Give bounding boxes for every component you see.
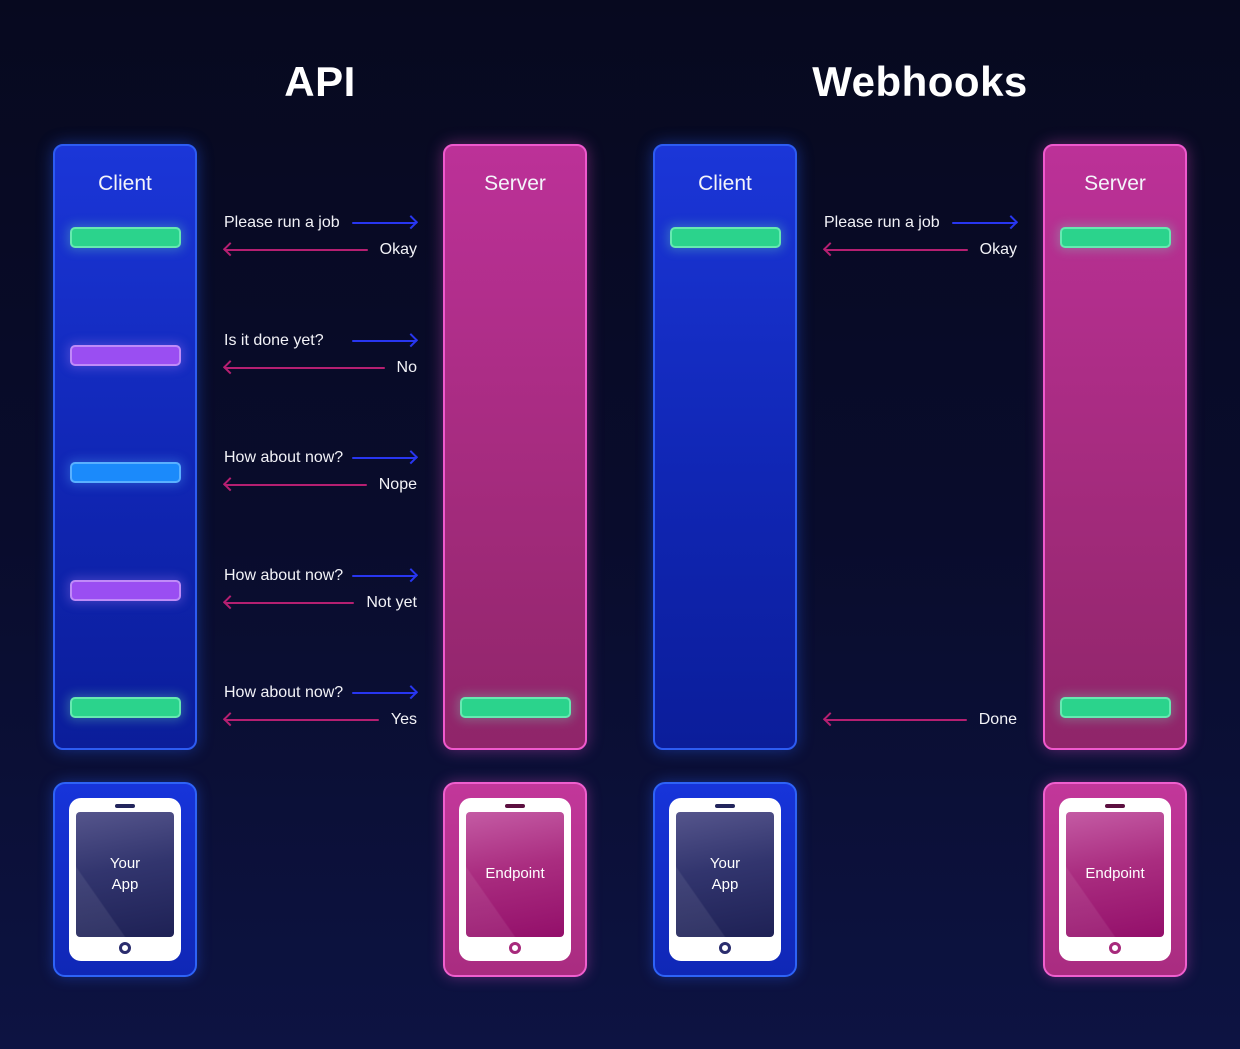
response-label: Yes xyxy=(390,711,417,728)
response-arrow-icon xyxy=(824,719,967,721)
request-label: Please run a job xyxy=(824,214,940,231)
green-status-pill xyxy=(70,227,181,248)
webhooks-title: Webhooks xyxy=(812,58,1028,105)
response-arrow-icon xyxy=(224,601,355,604)
request-label: Is it done yet? xyxy=(224,331,324,349)
response-label: Not yet xyxy=(366,593,417,611)
exchange-row: Please run a job Okay xyxy=(824,211,1017,262)
tablet-icon: Your App xyxy=(69,798,181,961)
webhooks-server-column: Server xyxy=(1043,144,1187,750)
api-server-column: Server xyxy=(443,144,587,750)
exchange-row: How about now? Yes xyxy=(224,681,417,732)
exchange-row: Please run a job Okay xyxy=(224,211,417,262)
purple-status-pill xyxy=(70,344,181,366)
tablet-home-button-icon xyxy=(119,942,131,954)
response-arrow-icon xyxy=(224,484,367,486)
tablet-speaker-icon xyxy=(715,804,735,808)
response-label: Nope xyxy=(378,476,417,493)
response-label: Done xyxy=(978,711,1017,728)
blue-status-pill xyxy=(70,462,181,483)
device-label: Endpoint xyxy=(1085,865,1145,883)
green-status-pill xyxy=(670,227,781,248)
api-title: API xyxy=(284,58,356,105)
webhooks-server-label: Server xyxy=(1084,172,1146,195)
exchange-row: How about now? Nope xyxy=(224,446,417,497)
device-label: Your App xyxy=(709,855,741,893)
tablet-screen: Your App xyxy=(676,812,774,937)
request-arrow-icon xyxy=(352,457,417,459)
response-arrow-icon xyxy=(224,719,379,721)
api-client-label: Client xyxy=(98,172,152,195)
tablet-icon: Endpoint xyxy=(459,798,571,961)
response-label: Okay xyxy=(379,241,417,258)
webhooks-server-device-card: Endpoint xyxy=(1043,782,1187,977)
tablet-speaker-icon xyxy=(1105,804,1125,808)
request-label: How about now? xyxy=(224,449,344,466)
final-response-row: Done xyxy=(824,681,1017,732)
request-label: How about now? xyxy=(224,684,344,701)
request-label: Please run a job xyxy=(224,214,340,231)
tablet-speaker-icon xyxy=(505,804,525,808)
request-arrow-icon xyxy=(352,222,417,224)
request-arrow-icon xyxy=(352,574,417,577)
request-label: How about now? xyxy=(224,566,344,584)
green-status-pill xyxy=(460,697,571,718)
tablet-home-button-icon xyxy=(719,942,731,954)
green-status-pill xyxy=(1060,697,1171,718)
tablet-screen: Endpoint xyxy=(1066,812,1164,937)
exchange-row: How about now? Not yet xyxy=(224,564,417,615)
webhooks-client-column: Client xyxy=(653,144,797,750)
tablet-home-button-icon xyxy=(1109,942,1121,954)
device-label: Endpoint xyxy=(485,865,545,883)
exchange-row: Is it done yet? No xyxy=(224,329,417,380)
section-api: API Client Please run a job Okay Is it d… xyxy=(53,0,587,1049)
response-arrow-icon xyxy=(224,366,385,369)
tablet-home-button-icon xyxy=(509,942,521,954)
request-arrow-icon xyxy=(352,339,417,342)
tablet-screen: Your App xyxy=(76,812,174,937)
request-arrow-icon xyxy=(352,692,417,694)
tablet-icon: Endpoint xyxy=(1059,798,1171,961)
green-status-pill xyxy=(1060,227,1171,248)
webhooks-messages: Please run a job Okay Done xyxy=(824,144,1017,750)
section-webhooks: Webhooks Client Please run a job Okay Do… xyxy=(653,0,1187,1049)
response-label: Okay xyxy=(979,241,1017,258)
response-label: No xyxy=(396,358,417,376)
api-server-device-card: Endpoint xyxy=(443,782,587,977)
tablet-icon: Your App xyxy=(669,798,781,961)
purple-status-pill xyxy=(70,579,181,601)
request-arrow-icon xyxy=(952,222,1017,224)
webhooks-client-device-card: Your App xyxy=(653,782,797,977)
device-label: Your App xyxy=(109,855,141,893)
tablet-screen: Endpoint xyxy=(466,812,564,937)
api-server-label: Server xyxy=(484,172,546,195)
response-arrow-icon xyxy=(224,249,368,251)
green-status-pill xyxy=(70,697,181,718)
webhooks-client-label: Client xyxy=(698,172,752,195)
response-arrow-icon xyxy=(824,249,968,251)
tablet-speaker-icon xyxy=(115,804,135,808)
api-client-column: Client xyxy=(53,144,197,750)
api-messages: Please run a job Okay Is it done yet? No xyxy=(224,144,417,750)
api-client-device-card: Your App xyxy=(53,782,197,977)
